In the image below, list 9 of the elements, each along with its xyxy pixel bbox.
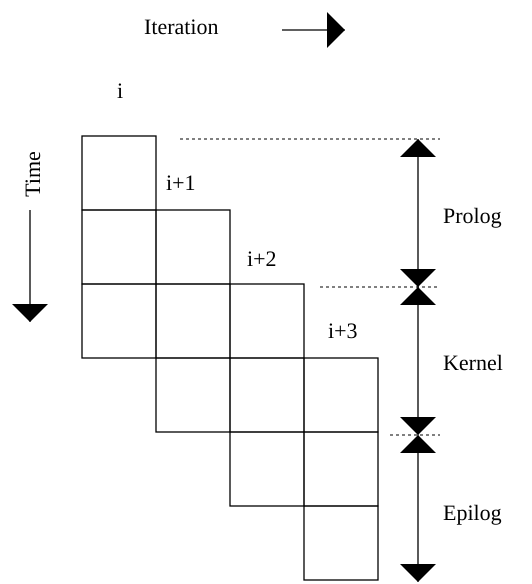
iteration-label: i+2 (247, 248, 277, 270)
axis-label: Time (22, 151, 44, 197)
iteration-label: i+1 (166, 172, 196, 194)
stage-label: Kernel (443, 352, 503, 374)
iteration-label: i+3 (328, 320, 358, 342)
stage-label: Prolog (443, 205, 502, 227)
stage-label: Epilog (443, 502, 502, 524)
axis-label: Iteration (144, 16, 219, 38)
iteration-label: i (117, 80, 124, 102)
